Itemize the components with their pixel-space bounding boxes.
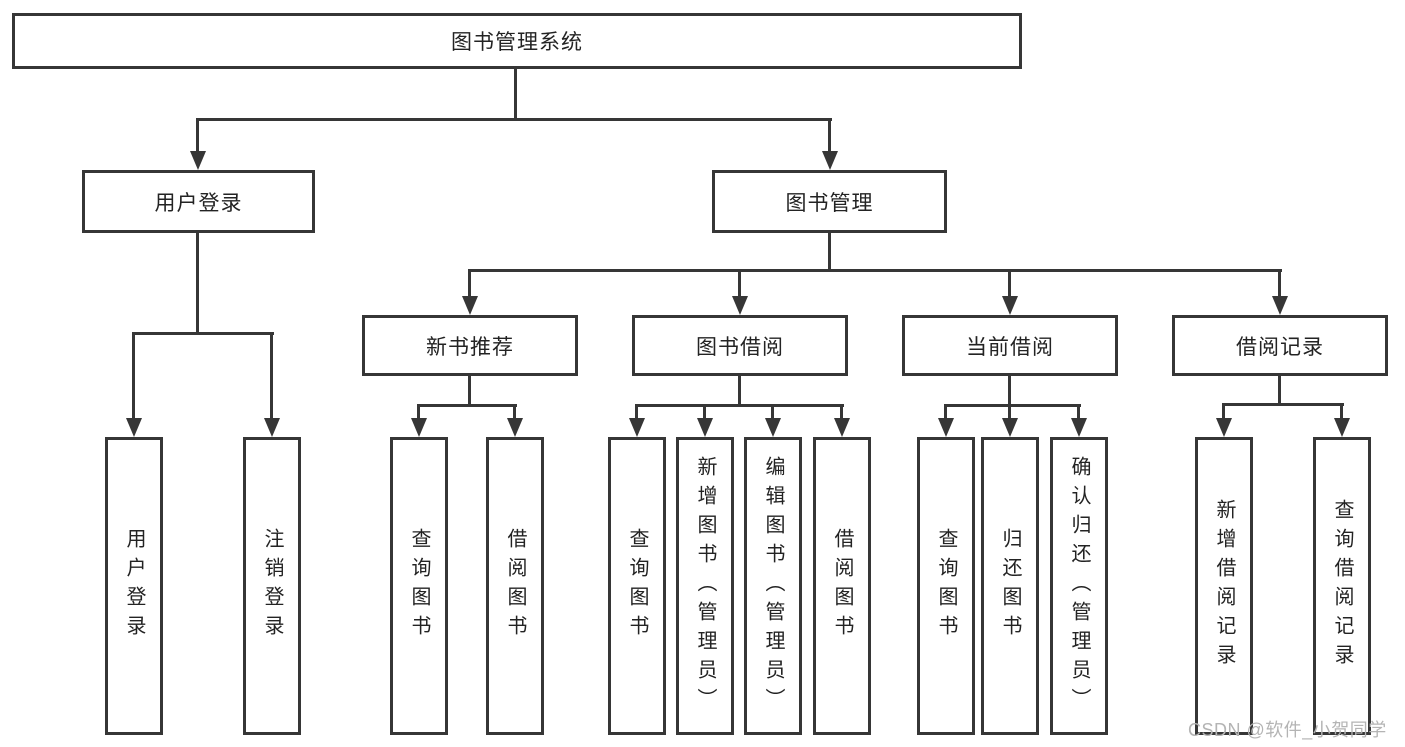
connector-line [738,376,741,407]
node-label: 新增借阅记录 [1213,499,1235,673]
connector-arrow-down [937,404,954,437]
node-label: 查询借阅记录 [1331,499,1353,673]
connector-arrow-down [506,404,523,437]
connector-arrow-down [1001,404,1018,437]
node-book-borrowing: 图书借阅 [632,315,848,376]
node-label: 图书管理系统 [451,31,583,54]
connector-line [417,404,517,407]
connector-arrow-down [833,404,850,437]
leaf-confirm-return-admin: 确认归还（管理员） [1050,437,1108,735]
node-label: 图书管理 [785,191,874,215]
node-label: 编辑图书（管理员） [762,455,784,717]
connector-arrow-down [263,332,280,437]
connector-arrow-down [821,118,838,170]
leaf-query-books-current: 查询图书 [917,437,975,735]
connector-line [468,269,1282,272]
connector-arrow-down [410,404,427,437]
connector-arrow-down [628,404,645,437]
connector-arrow-down [125,332,142,437]
connector-arrow-down [189,118,206,170]
node-label: 当前借阅 [966,335,1054,359]
node-label: 用户登录 [123,528,145,644]
leaf-return-book: 归还图书 [981,437,1039,735]
node-label: 用户登录 [154,191,243,215]
leaf-add-borrow-record: 新增借阅记录 [1195,437,1253,735]
node-current-borrowing: 当前借阅 [902,315,1118,376]
connector-arrow-down [461,269,478,315]
node-label: 借阅记录 [1236,335,1324,359]
connector-line [944,404,1081,407]
node-new-book-recommendation: 新书推荐 [362,315,578,376]
leaf-query-books-borrowing: 查询图书 [608,437,666,735]
node-label: 借阅图书 [504,528,526,644]
leaf-borrow-books: 借阅图书 [813,437,871,735]
connector-arrow-down [1001,269,1018,315]
leaf-query-borrow-record: 查询借阅记录 [1313,437,1371,735]
node-borrowing-records: 借阅记录 [1172,315,1388,376]
leaf-user-login: 用户登录 [105,437,163,735]
node-label: 图书借阅 [696,335,784,359]
leaf-logout: 注销登录 [243,437,301,735]
leaf-borrow-books-recommend: 借阅图书 [486,437,544,735]
connector-line [197,118,832,121]
node-user-login: 用户登录 [82,170,315,233]
connector-line [1008,376,1011,407]
connector-arrow-down [731,269,748,315]
node-label: 新增图书（管理员） [694,455,716,717]
node-label: 借阅图书 [831,528,853,644]
connector-line [196,232,199,335]
node-book-management: 图书管理 [712,170,947,233]
connector-line [132,332,274,335]
connector-line [1278,376,1281,406]
connector-line [468,376,471,407]
connector-arrow-down [1333,403,1350,437]
node-label: 确认归还（管理员） [1068,455,1090,717]
connector-arrow-down [764,404,781,437]
connector-arrow-down [1271,269,1288,315]
node-label: 归还图书 [999,528,1021,644]
connector-arrow-down [696,404,713,437]
connector-line [1222,403,1344,406]
node-label: 查询图书 [935,528,957,644]
node-label: 新书推荐 [426,335,514,359]
leaf-add-book-admin: 新增图书（管理员） [676,437,734,735]
connector-line [635,404,844,407]
connector-line [514,69,517,121]
node-label: 注销登录 [261,528,283,644]
node-label: 查询图书 [408,528,430,644]
connector-line [828,232,831,272]
leaf-edit-book-admin: 编辑图书（管理员） [744,437,802,735]
node-library-system: 图书管理系统 [12,13,1022,69]
connector-arrow-down [1070,404,1087,437]
csdn-watermark: CSDN @软件_小贺同学 [1188,720,1387,740]
connector-arrow-down [1215,403,1232,437]
leaf-query-books-recommend: 查询图书 [390,437,448,735]
node-label: 查询图书 [626,528,648,644]
